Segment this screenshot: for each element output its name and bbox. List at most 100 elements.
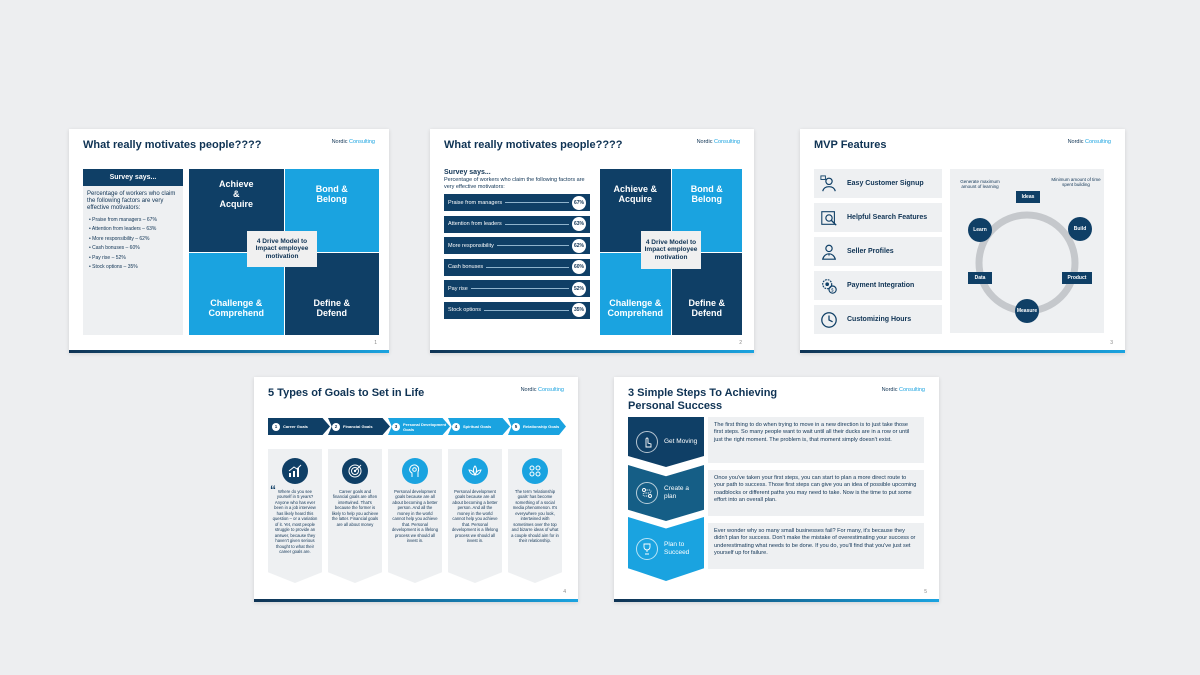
feature-item: $ Payment Integration: [814, 271, 942, 300]
goal-card-4: Personal development goals because are a…: [448, 449, 502, 583]
survey-bars: Survey says... Percentage of workers who…: [444, 169, 590, 323]
quote-mark-icon: “: [270, 483, 276, 497]
svg-text:$: $: [831, 287, 834, 292]
page-number: 4: [563, 589, 566, 595]
page-number: 1: [374, 340, 377, 346]
grid-cell-achieve: Achieve & Acquire: [189, 169, 284, 252]
cycle-node-build: Build: [1068, 217, 1092, 241]
slide-thumbnail-5[interactable]: 3 Simple Steps To Achieving Personal Suc…: [614, 377, 939, 602]
goal-description: Where do you see yourself in 5 years? An…: [272, 489, 318, 554]
people-network-icon: [522, 458, 548, 484]
step-description: Ever wonder why so many small businesses…: [708, 523, 924, 569]
step-label: Create a plan: [664, 484, 689, 500]
goal-card-2: Career goals and financial goals are oft…: [328, 449, 382, 583]
step-plan-to-succeed: Plan to Succeed: [628, 517, 704, 581]
payment-gear-icon: $: [822, 278, 837, 294]
goal-description: The term 'relationship goals' has become…: [511, 489, 559, 544]
growth-chart-icon: [282, 458, 308, 484]
cycle-node-data: Data: [968, 272, 992, 284]
hand-pointer-icon: [636, 431, 658, 453]
step-get-moving: Get Moving: [628, 417, 704, 467]
feature-item: Seller Profiles: [814, 237, 942, 266]
goal-description: Personal development goals because are a…: [391, 489, 439, 544]
cycle-node-product: Product: [1062, 272, 1092, 284]
feature-item: Easy Customer Signup: [814, 169, 942, 198]
slide-title: 5 Types of Goals to Set in Life: [268, 387, 425, 399]
feature-label: Payment Integration: [847, 282, 915, 289]
feature-label: Seller Profiles: [847, 248, 894, 255]
brand-logo: Nordic Consulting: [696, 139, 740, 145]
list-item: More responsibility – 62%: [89, 235, 179, 245]
slide-accent-bar: [800, 350, 1125, 353]
slide-accent-bar: [69, 350, 389, 353]
goal-description: Personal development goals because are a…: [451, 489, 499, 544]
list-item: Attention from leaders – 63%: [89, 225, 179, 235]
slide-accent-bar: [254, 599, 578, 602]
survey-intro: Percentage of workers who claim the foll…: [87, 191, 176, 212]
step-create-plan: Create a plan: [628, 465, 704, 521]
list-item: Stock options – 35%: [89, 263, 179, 273]
slide-accent-bar: [614, 599, 939, 602]
seller-profile-icon: [821, 244, 837, 260]
lotus-icon: [462, 458, 488, 484]
cycle-node-ideas: Ideas: [1016, 191, 1040, 203]
slide-title: What really motivates people????: [83, 139, 262, 151]
trophy-icon: [636, 538, 658, 560]
note-right: Minimum amount of time spent building: [1051, 177, 1101, 188]
feature-label: Helpful Search Features: [847, 214, 928, 221]
drive-model-grid: Achieve & Acquire Bond & Belong Challeng…: [189, 169, 379, 335]
slide-title: What really motivates people????: [444, 139, 623, 151]
slide-thumbnail-3[interactable]: MVP Features Nordic Consulting Easy Cust…: [800, 129, 1125, 353]
slide-thumbnail-4[interactable]: 5 Types of Goals to Set in Life Nordic C…: [254, 377, 578, 602]
slide-title: 3 Simple Steps To Achieving Personal Suc…: [628, 387, 778, 412]
goal-description: Career goals and financial goals are oft…: [331, 489, 379, 527]
list-item: Pay rise – 52%: [89, 254, 179, 264]
cycle-node-learn: Learn: [968, 218, 992, 242]
survey-panel: Survey says... Percentage of workers who…: [83, 169, 183, 335]
list-item: Cash bonuses – 60%: [89, 244, 179, 254]
page-number: 2: [739, 340, 742, 346]
feature-item: Helpful Search Features: [814, 203, 942, 232]
list-item: Praise from managers – 67%: [89, 216, 179, 226]
slide-thumbnail-1[interactable]: What really motivates people???? Nordic …: [69, 129, 389, 353]
mvp-cycle-panel: Generate maximum amount of learning Mini…: [950, 169, 1104, 333]
route-plan-icon: [636, 482, 658, 504]
survey-heading: Survey says...: [444, 169, 491, 176]
target-icon: [342, 458, 368, 484]
brand-logo: Nordic Consulting: [331, 139, 375, 145]
brand-logo: Nordic Consulting: [881, 387, 925, 393]
feature-item: Customizing Hours: [814, 305, 942, 334]
step-label: Get Moving: [664, 437, 698, 445]
slide-title: MVP Features: [814, 139, 887, 151]
step-description: The first thing to do when trying to mov…: [708, 417, 924, 463]
step-description: Once you've taken your first steps, you …: [708, 470, 924, 516]
search-settings-icon: [821, 210, 837, 226]
survey-list: Praise from managers – 67% Attention fro…: [83, 216, 183, 273]
slide-accent-bar: [430, 350, 754, 353]
page-number: 5: [924, 589, 927, 595]
goal-card-3: Personal development goals because are a…: [388, 449, 442, 583]
survey-intro: Percentage of workers who claim the foll…: [444, 177, 585, 190]
drive-model-center: 4 Drive Model to Impact employee motivat…: [247, 231, 317, 267]
goal-card-5: The term 'relationship goals' has become…: [508, 449, 562, 583]
page-number: 3: [1110, 340, 1113, 346]
survey-heading: Survey says...: [83, 169, 183, 186]
clock-icon: [821, 311, 837, 328]
slide-thumbnail-2[interactable]: What really motivates people???? Nordic …: [430, 129, 754, 353]
drive-model-center: 4 Drive Model to Impact employee motivat…: [641, 231, 701, 269]
goal-card-1: “ Where do you see yourself in 5 years? …: [268, 449, 322, 583]
brand-logo: Nordic Consulting: [520, 387, 564, 393]
feature-label: Easy Customer Signup: [847, 180, 924, 187]
note-left: Generate maximum amount of learning: [960, 179, 1000, 190]
user-signup-icon: [820, 174, 836, 191]
